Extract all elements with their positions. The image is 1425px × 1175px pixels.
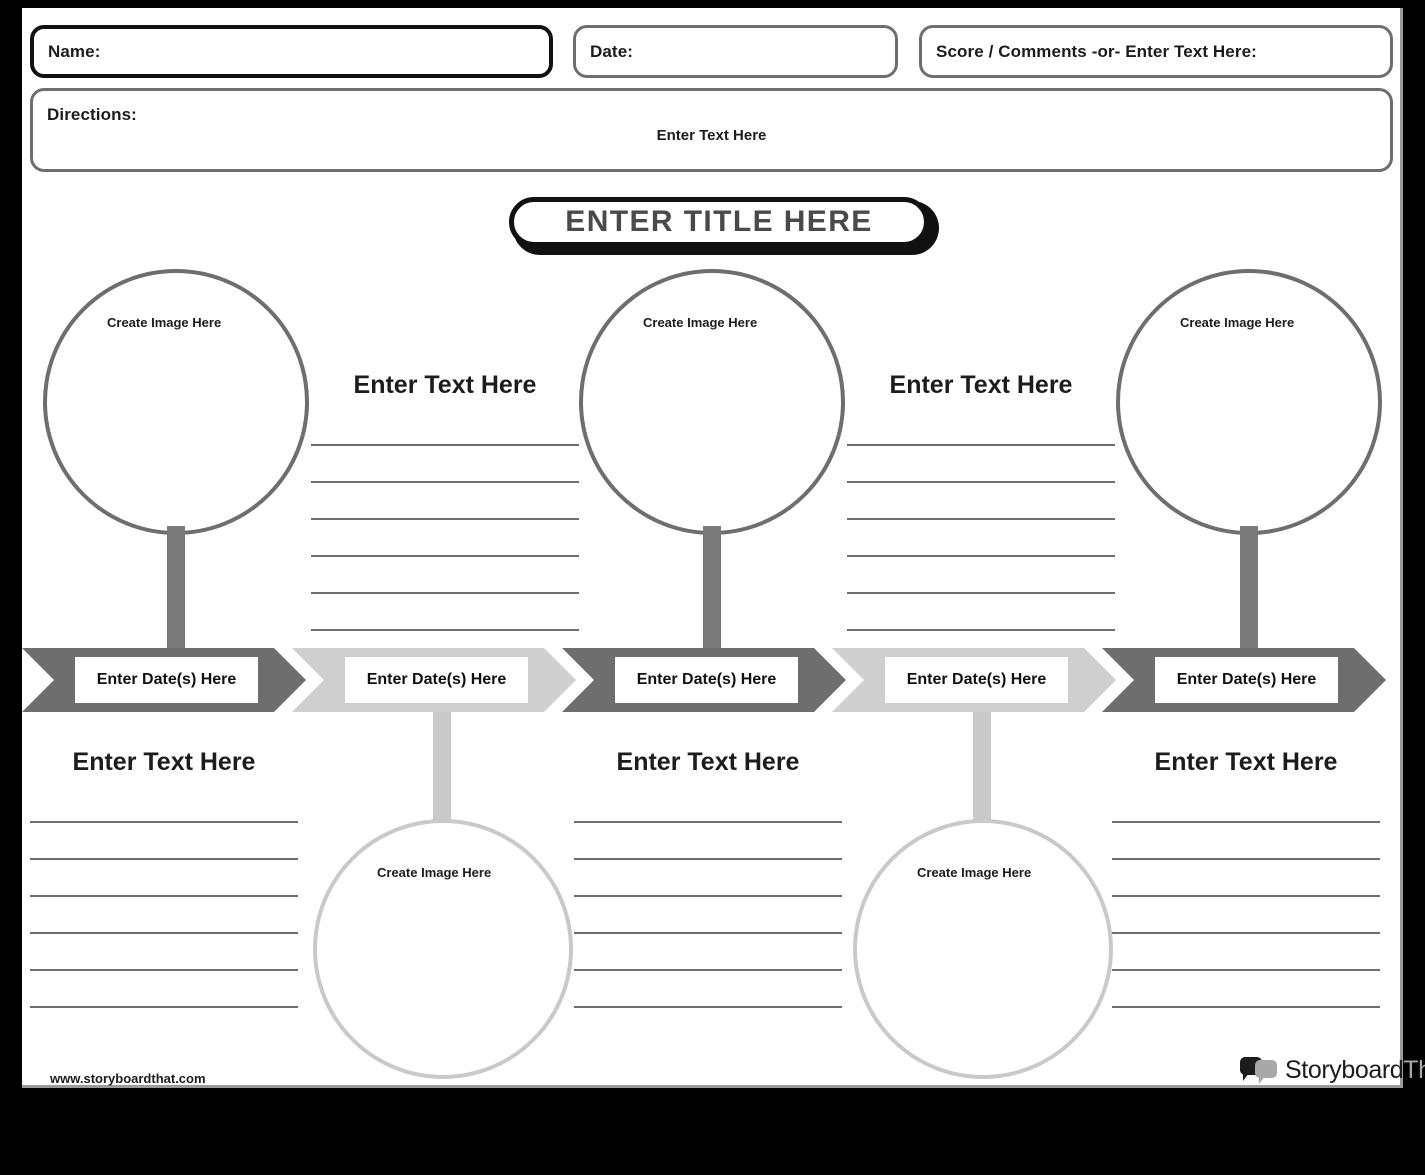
- rule-line: [574, 821, 842, 823]
- enter-text-title: Enter Text Here: [1154, 748, 1338, 776]
- logo-wordmark: StoryboardThat: [1285, 1056, 1425, 1085]
- enter-text-title: Enter Text Here: [616, 748, 800, 776]
- timeline-bar: Enter Date(s) Here Enter Date(s) Here En…: [22, 648, 1403, 712]
- rule-line: [1112, 858, 1380, 860]
- rule-line: [311, 481, 579, 483]
- rule-line: [574, 858, 842, 860]
- timeline-step-5-label[interactable]: Enter Date(s) Here: [1155, 657, 1338, 703]
- text-block-above-2[interactable]: Enter Text Here: [847, 371, 1115, 633]
- title-plaque-wrap[interactable]: ENTER TITLE HERE: [509, 197, 939, 255]
- worksheet-page: Name: Date: Score / Comments -or- Enter …: [22, 8, 1425, 1088]
- timeline-step-1-label[interactable]: Enter Date(s) Here: [75, 657, 258, 703]
- rule-line: [574, 932, 842, 934]
- enter-text-title: Enter Text Here: [353, 371, 537, 399]
- rule-line: [30, 821, 298, 823]
- rule-line: [1112, 895, 1380, 897]
- name-field[interactable]: Name:: [30, 25, 553, 78]
- directions-label: Directions:: [47, 105, 137, 124]
- rule-line: [847, 444, 1115, 446]
- speech-bubble-light-tail-icon: [1259, 1076, 1265, 1084]
- timeline-step-3-label[interactable]: Enter Date(s) Here: [615, 657, 798, 703]
- create-image-label: Create Image Here: [643, 315, 758, 330]
- connector-stem-above-3: [1240, 526, 1258, 650]
- directions-field[interactable]: Directions: Enter Text Here: [30, 88, 1393, 172]
- rule-line: [311, 518, 579, 520]
- rule-line: [1112, 932, 1380, 934]
- speech-bubble-dark-tail-icon: [1243, 1073, 1249, 1081]
- directions-placeholder: Enter Text Here: [656, 127, 767, 144]
- speech-bubble-light-icon: [1255, 1060, 1277, 1084]
- rule-line: [311, 592, 579, 594]
- rule-line: [1112, 1006, 1380, 1008]
- rule-line: [30, 858, 298, 860]
- speech-bubbles-icon: [1240, 1057, 1278, 1084]
- logo-word-light: That: [1403, 1056, 1425, 1084]
- enter-text-title: Enter Text Here: [72, 748, 256, 776]
- create-image-label: Create Image Here: [917, 865, 1032, 880]
- rule-line: [574, 969, 842, 971]
- rule-line: [574, 1006, 842, 1008]
- rule-line: [311, 444, 579, 446]
- rule-line: [30, 969, 298, 971]
- date-field[interactable]: Date:: [573, 25, 898, 78]
- rule-line: [1112, 969, 1380, 971]
- rule-line: [30, 895, 298, 897]
- rule-line: [847, 518, 1115, 520]
- timeline-step-2-label[interactable]: Enter Date(s) Here: [345, 657, 528, 703]
- date-label: Date:: [590, 41, 634, 61]
- rule-line: [574, 895, 842, 897]
- page-title: ENTER TITLE HERE: [565, 205, 873, 238]
- rule-line: [311, 555, 579, 557]
- rule-line: [1112, 821, 1380, 823]
- name-label: Name:: [48, 41, 101, 61]
- connector-stem-below-2: [973, 712, 991, 822]
- rule-line: [30, 932, 298, 934]
- score-comments-field[interactable]: Score / Comments -or- Enter Text Here:: [919, 25, 1393, 78]
- connector-stem-below-1: [433, 712, 451, 822]
- logo-word-dark: Storyboard: [1285, 1056, 1404, 1084]
- rule-line: [847, 592, 1115, 594]
- image-circle-above-1[interactable]: Create Image Here: [43, 269, 309, 535]
- create-image-label: Create Image Here: [377, 865, 492, 880]
- rule-line: [847, 555, 1115, 557]
- connector-stem-above-1: [167, 526, 185, 650]
- image-circle-above-2[interactable]: Create Image Here: [579, 269, 845, 535]
- image-circle-below-2[interactable]: Create Image Here: [853, 819, 1113, 1079]
- text-block-below-2[interactable]: Enter Text Here: [574, 748, 842, 1010]
- timeline-step-4-label[interactable]: Enter Date(s) Here: [885, 657, 1068, 703]
- rule-line: [30, 1006, 298, 1008]
- create-image-label: Create Image Here: [107, 315, 222, 330]
- text-block-below-1[interactable]: Enter Text Here: [30, 748, 298, 1010]
- connector-stem-above-2: [703, 526, 721, 650]
- image-circle-below-1[interactable]: Create Image Here: [313, 819, 573, 1079]
- create-image-label: Create Image Here: [1180, 315, 1295, 330]
- text-block-below-3[interactable]: Enter Text Here: [1112, 748, 1380, 1010]
- rule-line: [847, 629, 1115, 631]
- site-url[interactable]: www.storyboardthat.com: [50, 1071, 206, 1086]
- text-block-above-1[interactable]: Enter Text Here: [311, 371, 579, 633]
- rule-line: [311, 629, 579, 631]
- image-circle-above-3[interactable]: Create Image Here: [1116, 269, 1382, 535]
- title-plaque[interactable]: ENTER TITLE HERE: [509, 197, 929, 247]
- storyboardthat-logo[interactable]: StoryboardThat: [1240, 1056, 1425, 1085]
- enter-text-title: Enter Text Here: [889, 371, 1073, 399]
- score-comments-label: Score / Comments -or- Enter Text Here:: [936, 41, 1257, 61]
- rule-line: [847, 481, 1115, 483]
